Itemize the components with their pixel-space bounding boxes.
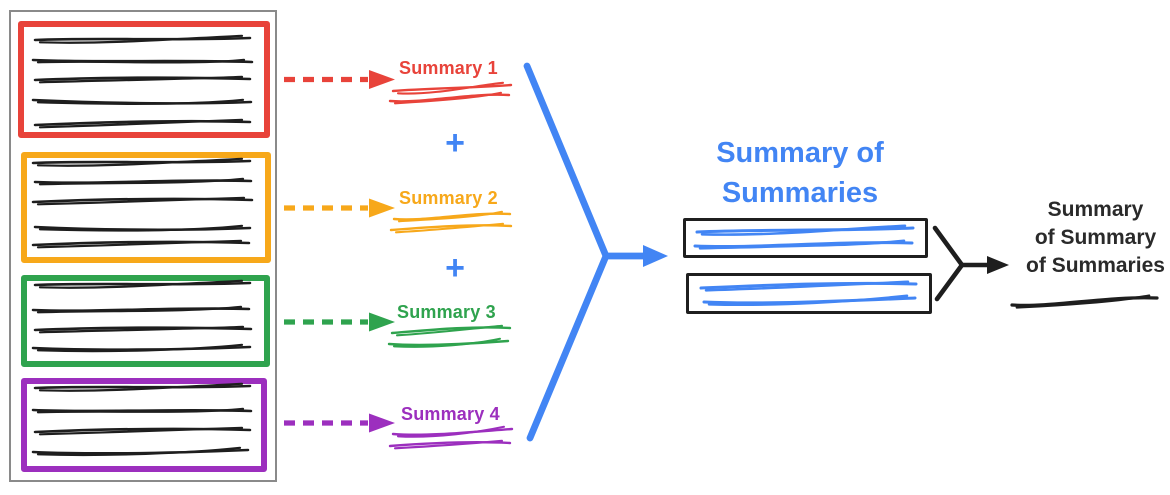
document-box-green — [21, 275, 270, 367]
arrow-orange-dashed — [284, 198, 395, 218]
summary-1-scribbles — [388, 81, 513, 105]
summary-4-label: Summary 4 — [401, 404, 500, 424]
plus-sign-1: + — [445, 124, 465, 162]
plus-sign-2: + — [445, 249, 465, 287]
summary-3-label: Summary 3 — [397, 302, 496, 322]
summary-1-label: Summary 1 — [399, 58, 498, 78]
summary-2-scribbles — [389, 210, 513, 234]
summary-of-summaries-title: Summary of Summaries — [655, 133, 945, 213]
summary-2-label: Summary 2 — [399, 188, 498, 208]
arrow-black-converge — [932, 225, 1009, 302]
summary-4-scribbles — [388, 425, 514, 450]
final-line-1: Summary — [1047, 198, 1144, 221]
arrow-blue-converge — [523, 62, 668, 442]
title-line-2: Summaries — [721, 177, 879, 209]
title-line-1: Summary of — [716, 137, 884, 169]
final-summary-scribble — [1010, 294, 1159, 309]
final-line-2: of Summary — [1034, 226, 1157, 249]
final-summary-label: Summary of Summary of Summaries — [1013, 196, 1170, 280]
summary-3-scribbles — [387, 324, 512, 348]
final-line-3: of Summaries — [1026, 254, 1165, 277]
arrow-green-dashed — [284, 312, 395, 332]
arrow-red-dashed — [284, 70, 395, 89]
summary-of-summaries-box-2 — [686, 273, 932, 314]
arrow-purple-dashed — [284, 413, 395, 433]
document-box-red — [18, 21, 270, 138]
document-box-purple — [21, 378, 267, 472]
summary-of-summaries-box-1 — [683, 218, 928, 258]
document-box-orange — [21, 152, 271, 263]
